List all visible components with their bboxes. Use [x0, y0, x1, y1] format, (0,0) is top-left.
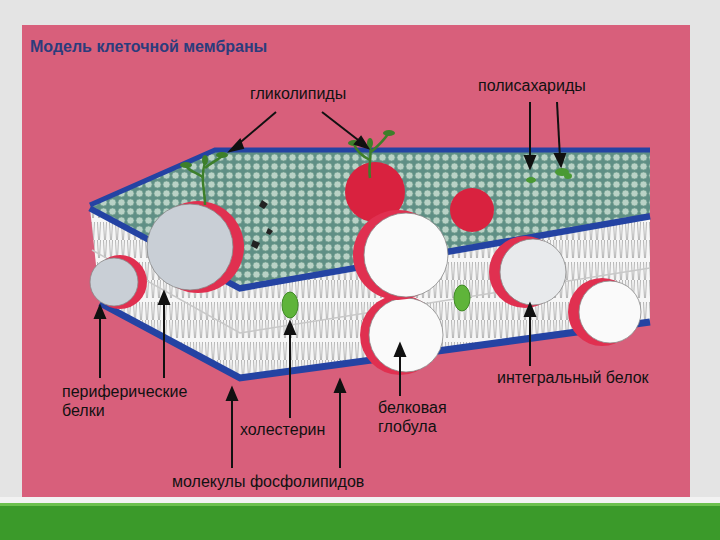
part-label: периферические белки [62, 382, 212, 420]
cholesterol [454, 285, 470, 311]
small-marks [251, 200, 273, 249]
green-bar-highlight [0, 503, 720, 506]
peripheral-protein [147, 204, 233, 290]
protein-globule [364, 213, 448, 297]
part-label: холестерин [240, 420, 325, 439]
polysaccharide [526, 168, 572, 183]
green-bar [0, 503, 720, 540]
part-label: интегральный белок [497, 368, 649, 387]
part-label: молекулы фосфолипидов [172, 472, 364, 491]
white-strip [0, 497, 720, 503]
glycolipid-leaf [180, 130, 395, 168]
protein-globule [369, 298, 443, 372]
protein-dome [450, 188, 494, 232]
cholesterol [282, 292, 298, 318]
glycolipid [186, 134, 388, 205]
part-label: белковая глобула [378, 398, 488, 436]
integral-protein [500, 239, 566, 305]
peripheral-protein [90, 258, 138, 306]
integral-protein [579, 281, 641, 343]
leader-lines [95, 102, 565, 468]
pink-ground [22, 25, 690, 497]
part-label: гликолипиды [250, 84, 346, 103]
part-label: полисахариды [478, 76, 586, 95]
diagram-title: Модель клеточной мембраны [30, 38, 267, 56]
